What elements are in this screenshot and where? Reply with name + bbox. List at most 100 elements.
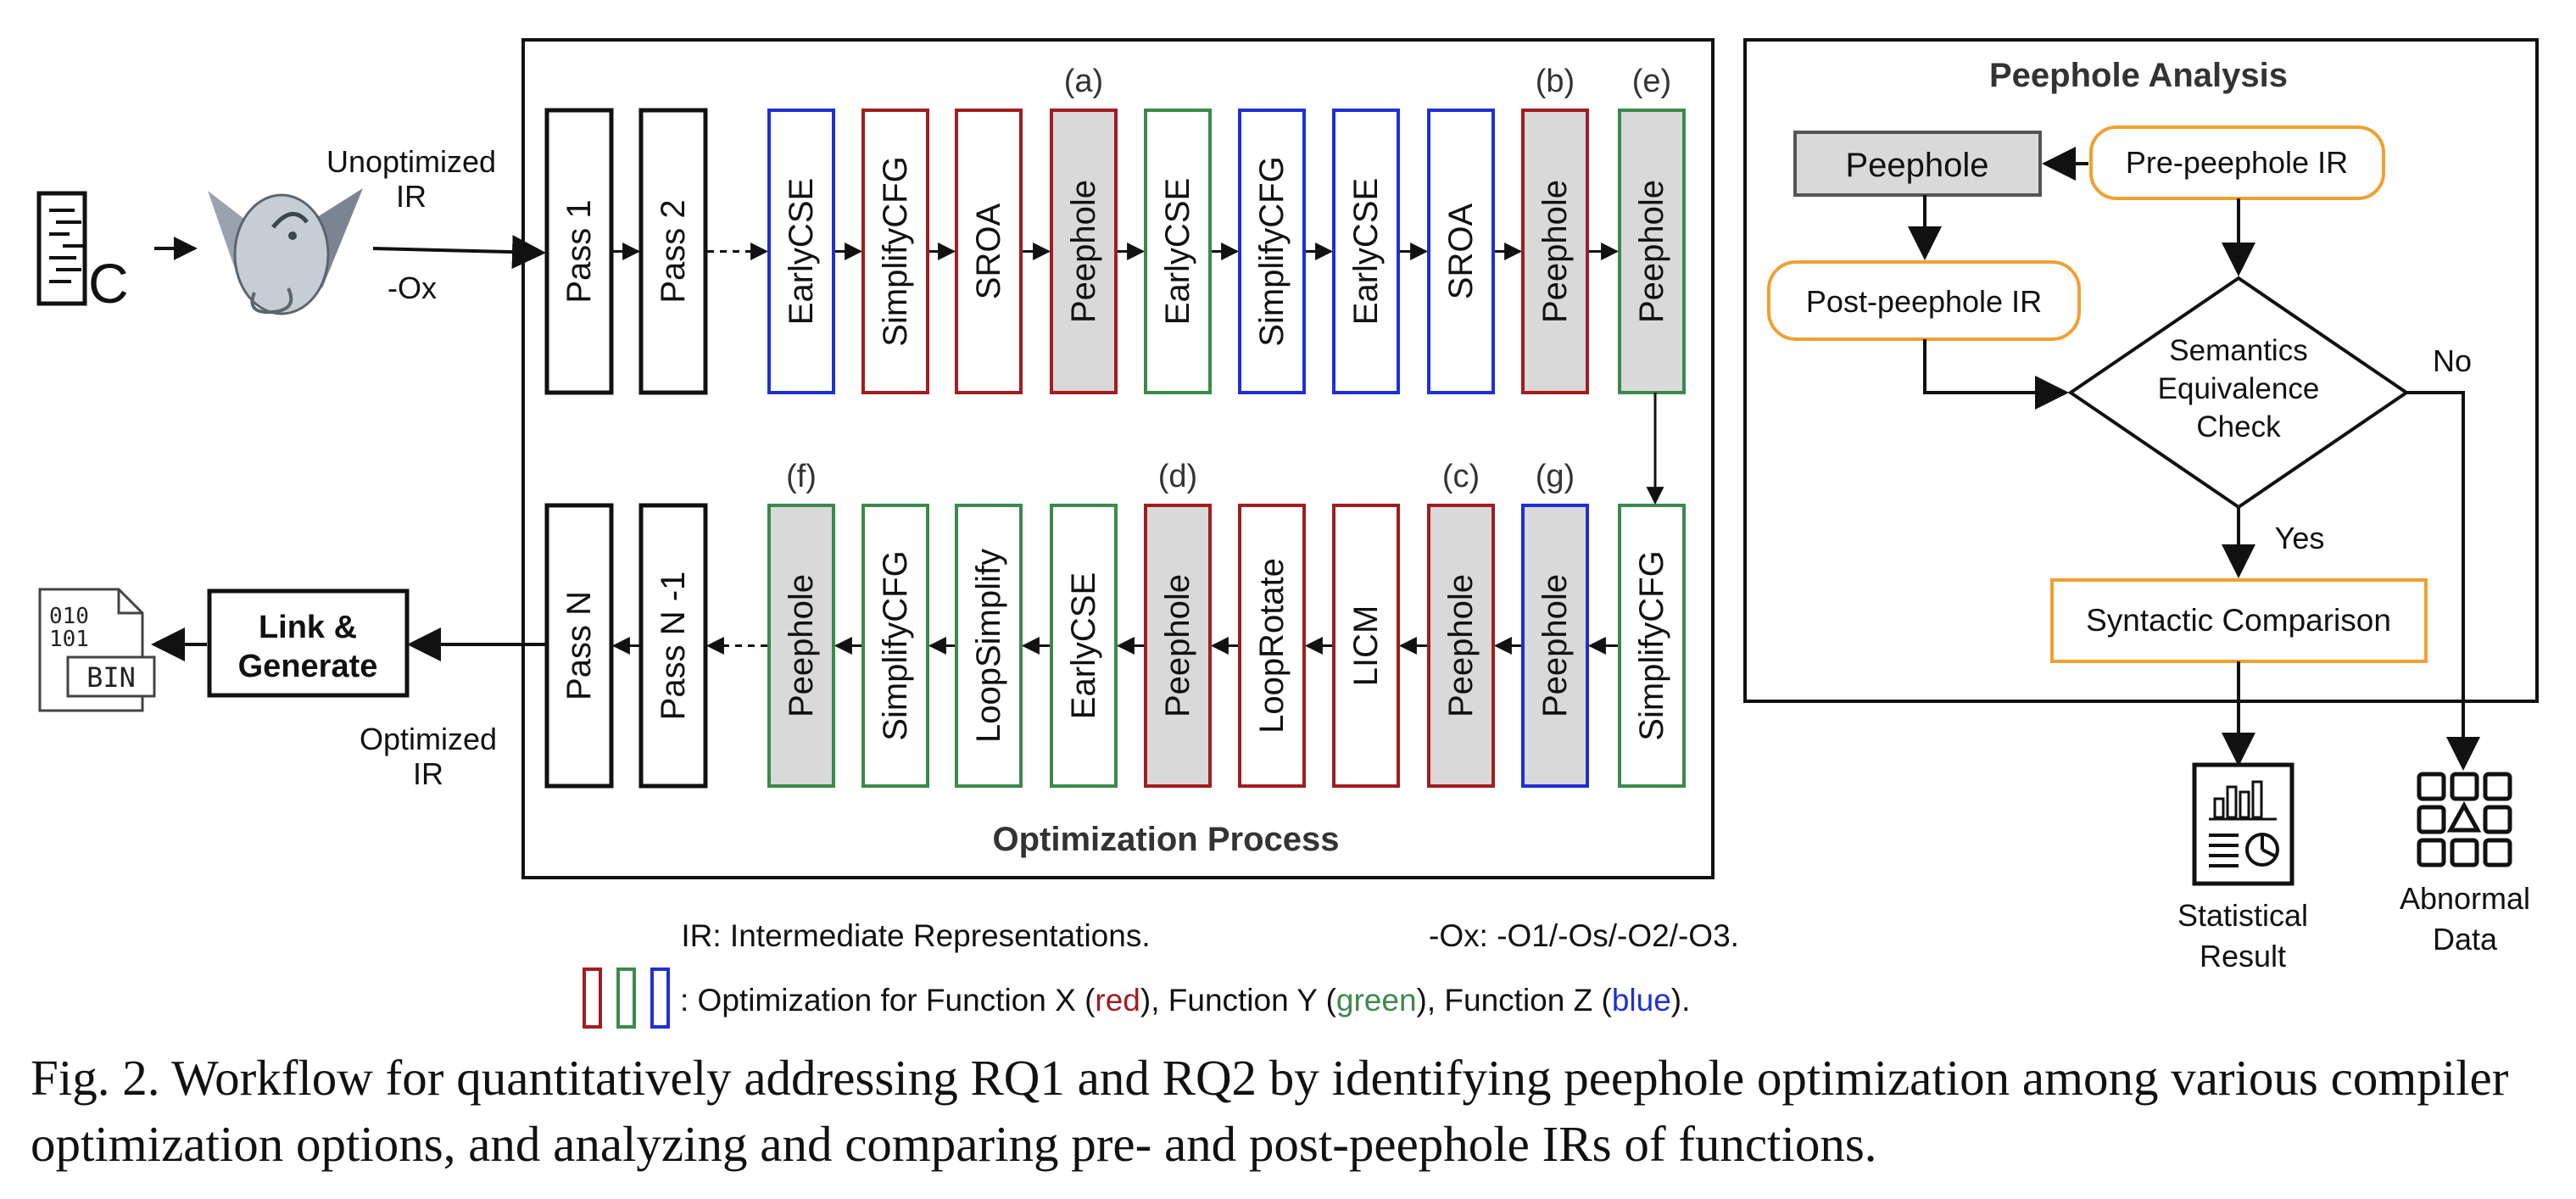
top-row-tag-e: (e) xyxy=(1632,64,1671,99)
bottom-row-label-1: Pass N xyxy=(560,591,598,700)
bottom-row-label-3: Peephole xyxy=(783,574,820,717)
peephole-analysis-title: Peephole Analysis xyxy=(1989,57,2288,94)
syntactic-comparison-label: Syntactic Comparison xyxy=(2086,603,2391,638)
binary-file-icon: 010 101 BIN xyxy=(38,588,156,712)
top-row-box-10-sroa xyxy=(1427,109,1495,394)
bin-digits-1: 010 xyxy=(49,604,89,629)
top-row-box-7-earlycse xyxy=(1144,109,1212,394)
top-row-box-9-earlycse xyxy=(1332,109,1400,394)
bin-label: BIN xyxy=(86,661,136,694)
bottom-row-label-9: LICM xyxy=(1347,605,1385,687)
top-row-label-6: Peephole xyxy=(1065,180,1102,323)
bottom-row-label-7: Peephole xyxy=(1159,574,1196,717)
bottom-row-box-5-loopsimplify xyxy=(955,504,1023,788)
pre-peephole-ir-label: Pre-peephole IR xyxy=(2126,145,2348,180)
statistical-result-label: Statistical xyxy=(2177,898,2308,933)
bin-digits-2: 101 xyxy=(49,627,89,652)
ox-definition: -Ox: -O1/-Os/-O2/-O3. xyxy=(1429,918,1739,953)
pass-row-top: Pass 1 Pass 2 EarlyCSE SimplifyCFG SROA Peeph… xyxy=(544,64,1686,395)
bottom-row-box-7-peephole xyxy=(1144,504,1212,788)
bottom-row-box-1-pass-n xyxy=(544,503,614,789)
bottom-row-tag-f: (f) xyxy=(786,459,817,494)
yes-label: Yes xyxy=(2275,521,2325,555)
bottom-row-label-8: LoopRotate xyxy=(1253,558,1291,733)
top-row-label-4: SimplifyCFG xyxy=(877,156,914,346)
top-row-box-4-simplifycfg xyxy=(861,109,929,394)
top-row-label-10: SROA xyxy=(1442,204,1480,300)
top-row-label-1: Pass 1 xyxy=(560,199,598,303)
post-peephole-ir-label: Post-peephole IR xyxy=(1806,284,2042,319)
bottom-row-label-11: Peephole xyxy=(1536,574,1574,717)
ir-definition: IR: Intermediate Representations. xyxy=(681,918,1150,953)
top-row-label-5: SROA xyxy=(970,204,1007,300)
statistics-report-icon xyxy=(2192,762,2294,886)
legend-swatch-blue xyxy=(650,968,670,1029)
top-row-label-9: EarlyCSE xyxy=(1347,178,1385,325)
bottom-row-box-10-peephole xyxy=(1427,504,1495,788)
no-label: No xyxy=(2433,343,2472,378)
top-row-box-12-peephole xyxy=(1618,109,1686,394)
top-row-label-7: EarlyCSE xyxy=(1159,178,1196,325)
legend-red-word: red xyxy=(1095,983,1140,1018)
c-source-file-icon: C xyxy=(36,191,129,315)
bottom-row-box-11-peephole xyxy=(1521,504,1589,788)
bottom-row-box-9-licm xyxy=(1332,504,1400,788)
bottom-row-tag-g: (g) xyxy=(1536,459,1575,494)
abnormal-data-label-line2: Data xyxy=(2433,922,2498,956)
check-label-line1: Semantics xyxy=(2169,334,2307,367)
bottom-row-label-10: Peephole xyxy=(1442,574,1480,717)
top-row-box-2-pass-2 xyxy=(638,108,708,395)
bottom-row-box-12-simplifycfg xyxy=(1618,504,1686,788)
statistical-result-label-line2: Result xyxy=(2200,939,2286,973)
optimization-process-frame xyxy=(521,38,1715,879)
bottom-row-tag-c: (c) xyxy=(1442,459,1480,494)
top-row-label-3: EarlyCSE xyxy=(783,178,820,325)
unoptimized-ir-label: Unoptimized xyxy=(326,144,496,179)
legend-swatch-red xyxy=(583,968,602,1029)
legend-swatch-green xyxy=(616,968,636,1029)
pass-row-bottom: Pass N Pass N -1 Peephole (f) SimplifyCFG Loo… xyxy=(544,459,1686,789)
top-row-label-2: Pass 2 xyxy=(655,199,692,303)
abnormal-data-grid-icon xyxy=(2417,772,2512,867)
c-letter: C xyxy=(88,252,129,315)
peephole-box-label: Peephole xyxy=(1845,147,1988,184)
link-generate-label: Link & xyxy=(259,610,357,645)
peephole-box xyxy=(1793,131,2042,197)
top-row-box-6-peephole xyxy=(1050,109,1118,394)
top-row-box-5-sroa xyxy=(955,109,1023,394)
bottom-row-label-12: SimplifyCFG xyxy=(1633,550,1670,740)
legend-blue-word: blue xyxy=(1612,983,1671,1018)
optimized-ir-label: Optimized xyxy=(360,722,497,756)
top-row-box-1-pass-1 xyxy=(544,108,614,395)
bottom-row-box-2-pass-n-1 xyxy=(638,503,708,789)
bottom-row-tag-d: (d) xyxy=(1158,459,1197,494)
top-row-label-8: SimplifyCFG xyxy=(1253,156,1291,346)
bottom-row-box-3-peephole xyxy=(767,504,835,788)
optimization-process-title: Optimization Process xyxy=(993,821,1340,858)
bottom-row-label-6: EarlyCSE xyxy=(1065,572,1102,719)
bottom-row-label-4: SimplifyCFG xyxy=(877,550,914,740)
bottom-row-label-2: Pass N -1 xyxy=(655,572,692,721)
unoptimized-ir-label-line2: IR xyxy=(396,179,427,214)
bottom-row-box-8-looprotate xyxy=(1238,504,1306,788)
check-label-line3: Check xyxy=(2196,410,2281,443)
figure-caption: Fig. 2. Workflow for quantitatively addr… xyxy=(31,1050,2509,1172)
top-row-box-3-earlycse xyxy=(767,109,835,394)
optimized-ir-label-line2: IR xyxy=(413,756,443,791)
link-generate-label-line2: Generate xyxy=(238,649,378,684)
top-row-tag-a: (a) xyxy=(1064,64,1103,99)
top-row-label-12: Peephole xyxy=(1633,180,1670,323)
legend-text: : Optimization for Function X (red), Fun… xyxy=(680,983,1690,1018)
bottom-row-box-6-earlycse xyxy=(1050,504,1118,788)
legend-green-word: green xyxy=(1336,983,1417,1018)
llvm-dragon-icon xyxy=(208,188,363,315)
top-row-box-8-simplifycfg xyxy=(1238,109,1306,394)
top-row-box-11-peephole xyxy=(1521,109,1589,394)
abnormal-data-label: Abnormal xyxy=(2400,881,2530,916)
bottom-row-box-4-simplifycfg xyxy=(861,504,929,788)
link-generate-box xyxy=(207,588,410,698)
top-row-tag-b: (b) xyxy=(1536,64,1575,99)
check-label-line2: Equivalence xyxy=(2158,372,2320,405)
top-row-label-11: Peephole xyxy=(1536,180,1574,323)
